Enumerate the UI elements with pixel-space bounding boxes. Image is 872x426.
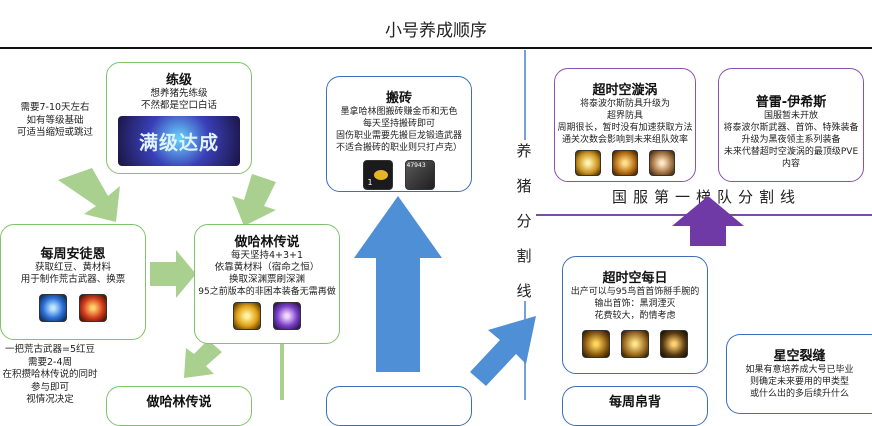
accessory-icon-1 [581,330,610,358]
accessory-icon-2 [621,330,649,358]
prey-isis-box: 普雷-伊希斯 国服暂未开放 将泰波尔斯武器、首饰、特殊装备 升级为黑夜领主系列装… [718,68,864,182]
weekly-bottom-box: 每周帛背 [562,386,708,426]
armor-icon-1 [574,150,601,176]
time-vortex-box: 超时空漩涡 将泰波尔斯防具升级为 超界防具 周期很长，暂时没有加速获取方法 通关… [554,68,696,182]
left-note-top: 需要7-10天左右 如有等级基础 可适当缩短或跳过 [16,102,93,138]
leveling-line-1: 想养猪先练级 [150,88,208,99]
red-bean-icon [78,294,107,322]
level-complete-banner: 满级达成 [118,116,240,166]
tier-divider-label: 国服第一梯队分割线 [612,188,802,206]
arrow-to-legend [232,174,276,226]
leveling-title: 练级 [165,73,192,88]
time-vortex-title: 超时空漩涡 [592,83,658,98]
brick-moving-title: 搬砖 [385,91,412,106]
star-rift-box: 星空裂缝 如果有意培养成大号已毕业 则确定未来要用的甲类型 或什么出的多后续升什… [726,334,872,414]
hazlin-legend-box: 做哈林传说 每天坚持4+3+1 依靠黄材料（宿命之恒） 换取深渊票刷深渊 95之… [194,224,340,344]
armor-icon-2 [612,150,638,176]
prey-isis-title: 普雷-伊希斯 [755,95,827,110]
hazlin-legend-box-2: 做哈林传说 [106,386,252,426]
arrow-to-time-daily [470,316,536,386]
weekly-antuen-box: 每周安徒恩 获取红豆、黄材料 用于制作荒古武器、换票 [0,224,146,340]
star-rift-title: 星空裂缝 [773,349,826,364]
accessory-icon-3 [660,330,689,358]
gold-orb-icon [233,302,262,330]
title-underline [0,47,872,49]
arrow-weekly-to-legend [150,250,196,298]
bottom-middle-box [326,386,472,426]
colorless-cube-icon: 47943 [404,160,435,190]
gold-coin-icon: 1 [363,160,394,190]
left-note-bottom: 一把荒古武器=5红豆 需要2-4周 在积攒哈林传说的同时 参与即可 视情况决定 [2,344,98,405]
arrow-to-weekly [58,168,120,222]
abyss-ticket-icon [272,302,301,330]
flow-arrows [58,168,744,400]
blue-crystal-icon [39,294,68,322]
leveling-line-2: 不然都是空口白话 [140,100,217,111]
leveling-box: 练级 想养猪先练级 不然都是空口白话 满级达成 [106,62,252,174]
time-daily-title: 超时空每日 [602,271,668,286]
arrow-tier-up [672,196,744,246]
pig-divider-label: 养 猪 分 割 线 [512,140,536,301]
hazlin-legend-title: 做哈林传说 [234,235,300,250]
armor-icon-3 [649,150,676,176]
arrow-legend-stem [280,344,284,400]
time-daily-box: 超时空每日 出产可以与95鸟首首饰掰手腕的 输出首饰：黑洞湮灭 花费较大，酌情考… [562,256,708,374]
weekly-antuen-title: 每周安徒恩 [40,247,106,262]
page-title: 小号养成顺序 [385,21,487,41]
brick-moving-box: 搬砖 墨拿哈林图搬砖赚金币和无色 每天坚持搬砖即可 固伤职业需要先搬巨龙锻造武器… [326,76,472,192]
arrow-brick-up [354,196,442,372]
arrow-legend-down [184,340,222,378]
